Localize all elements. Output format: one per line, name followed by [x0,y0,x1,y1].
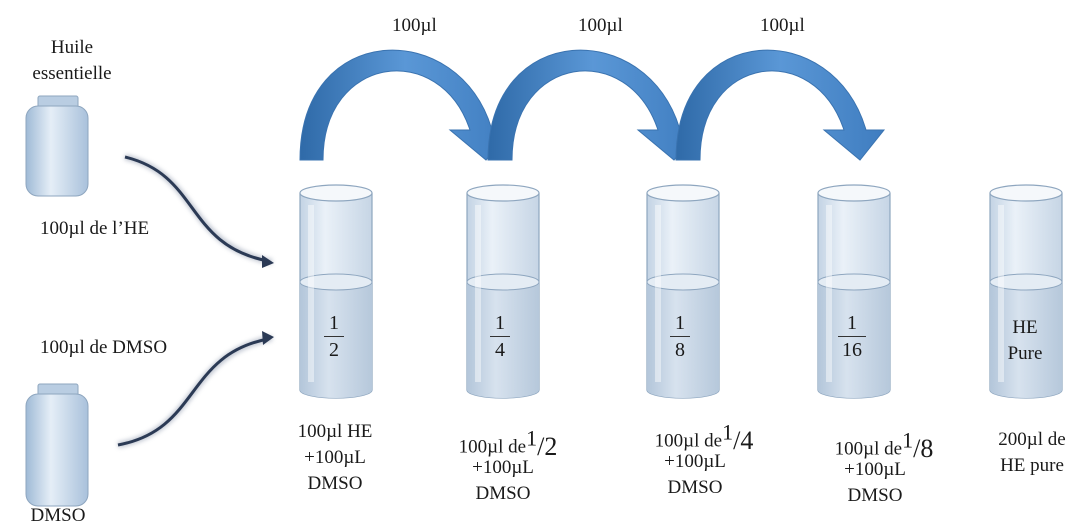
tube-1-caption-line2: +100µL [304,447,366,468]
tube-2-caption-line1: 100µl de1/2 [458,425,558,461]
tube-4-caption-line1: 100µl de1/8 [834,427,934,463]
essential-oil-bottle [25,95,89,197]
tube-2-numerator: 1 [495,312,505,334]
dmso-arrow-label: 100µl de DMSO [40,337,168,358]
tube-4-caption-line2: +100µL [844,459,906,480]
tube-2-caption-line2: +100µL [472,457,534,478]
tube-2-caption-line3: DMSO [475,483,531,504]
tube-5-text-line1: HE [1012,317,1038,338]
transfer-arrow-2 [487,49,700,161]
tube-4-caption-num: 1 [902,427,914,452]
tube-3-fraction: 1 8 [662,312,698,361]
tube-4-numerator: 1 [847,312,857,334]
tube-5-caption-line1: 200µl de [998,429,1066,450]
oil-label-line1: Huile [50,37,94,58]
oil-label-line2: essentielle [32,63,112,84]
tube-4-fraction: 1 16 [832,312,872,361]
tube-2-denominator: 4 [495,339,505,361]
tube-3-caption-prefix: 100µl de [654,430,723,452]
dmso-bottle [25,383,89,507]
tube-4-caption-line3: DMSO [847,485,903,506]
test-tube-1 [299,184,373,399]
tube-3-denominator: 8 [675,339,685,361]
tube-5-text-line2: Pure [1007,343,1043,364]
transfer-arrow-1 [299,49,512,161]
transfer-label-1: 100µl [392,15,437,36]
tube-1-caption-line1: 100µl HE [297,421,373,442]
tube-2-caption-prefix: 100µl de [458,436,527,458]
tube-3-caption-line2: +100µL [664,451,726,472]
tube-3-caption-den: 4 [740,425,754,455]
tube-3-numerator: 1 [675,312,685,334]
test-tube-4 [817,184,891,399]
tube-1-numerator: 1 [329,312,339,334]
transfer-label-2: 100µl [578,15,623,36]
tube-3-caption-num: 1 [722,419,734,444]
tube-3-caption-line3: DMSO [667,477,723,498]
tube-2-caption-num: 1 [526,425,538,450]
transfer-arrow-3 [675,49,886,161]
tube-5-caption-line2: HE pure [1000,455,1064,476]
dmso-to-tube-arrow [117,331,274,448]
tube-2-fraction: 1 4 [482,312,518,361]
tube-1-denominator: 2 [329,339,339,361]
test-tube-5 [989,184,1063,399]
tube-1-fraction: 1 2 [316,312,352,361]
tube-4-caption-prefix: 100µl de [834,438,903,460]
tube-4-caption-den: 8 [920,433,934,463]
oil-arrow-label: 100µl de l’HE [40,218,150,239]
tube-2-caption-den: 2 [544,431,558,461]
transfer-label-3: 100µl [760,15,805,36]
dmso-label: DMSO [30,505,86,526]
oil-to-tube-arrow [124,154,274,268]
tube-3-caption-line1: 100µl de1/4 [654,419,754,455]
tube-1-caption-line3: DMSO [307,473,363,494]
test-tube-2 [466,184,540,399]
test-tube-3 [646,184,720,399]
tube-4-denominator: 16 [842,339,862,361]
